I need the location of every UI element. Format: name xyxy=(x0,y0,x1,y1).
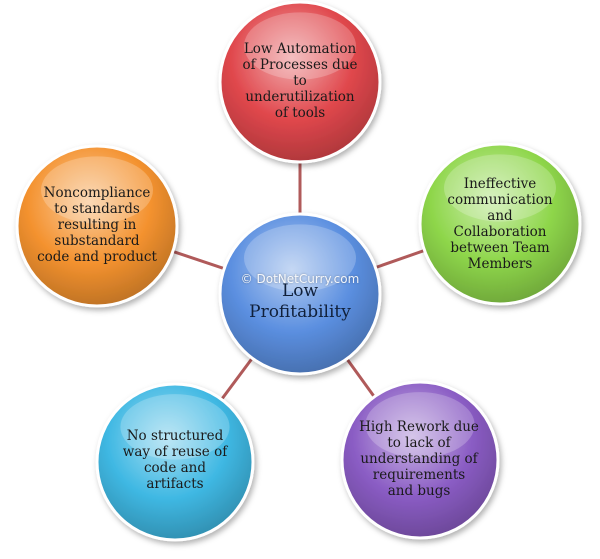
circle-rework xyxy=(340,380,500,540)
circle-standards xyxy=(15,144,179,308)
node-label-communication: Ineffective communication and Collaborat… xyxy=(447,176,553,272)
node-label-rework: High Rework due to lack of understanding… xyxy=(359,419,479,499)
watermark: © DotNetCurry.com xyxy=(240,272,360,286)
gloss-center xyxy=(244,224,356,292)
circle-communication xyxy=(418,142,582,306)
node-label-reuse: No structured way of reuse of code and a… xyxy=(122,428,228,492)
gloss-rework xyxy=(365,392,475,458)
gloss-reuse xyxy=(120,394,230,460)
circle-automation xyxy=(218,0,382,164)
center-label-line-2: Profitability xyxy=(249,302,351,322)
center-label-line-1: Low xyxy=(281,281,319,301)
circles xyxy=(15,0,582,542)
gloss-communication xyxy=(444,154,556,222)
circle-reuse xyxy=(95,382,255,542)
node-label-standards: Noncompliance to standards resulting in … xyxy=(37,185,157,265)
circle-center xyxy=(218,212,382,376)
gloss-automation xyxy=(244,12,356,80)
gloss-standards xyxy=(41,156,153,224)
center-label: Low Profitability xyxy=(218,272,382,332)
node-label-automation: Low Automation of Processes due to under… xyxy=(242,41,358,121)
